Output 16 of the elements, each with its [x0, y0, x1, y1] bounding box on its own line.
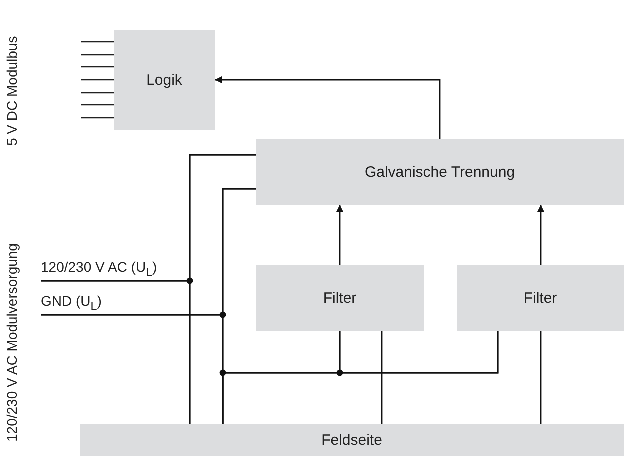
signal-label: 120/230 V AC (U$_{L}$) — [41, 259, 158, 279]
connector-line — [339, 331, 499, 374]
process-box: Galvanische Trennung — [256, 139, 624, 205]
signal-label: GND (U$_{L}$) — [41, 293, 102, 313]
arrow — [215, 76, 441, 139]
connector-line — [41, 280, 191, 424]
process-box: Feldseite — [80, 424, 624, 456]
process-box: Filter — [457, 265, 624, 331]
axis-caption: 120/230 V AC Modulversorgung — [4, 244, 20, 442]
process-box: Logik — [114, 30, 215, 130]
connector-line — [540, 331, 542, 424]
arrow — [336, 205, 344, 265]
connector-line — [381, 331, 383, 424]
process-box: Filter — [256, 265, 424, 331]
arrow — [538, 205, 544, 265]
axis-caption: 5 V DC Modulbus — [4, 36, 20, 146]
